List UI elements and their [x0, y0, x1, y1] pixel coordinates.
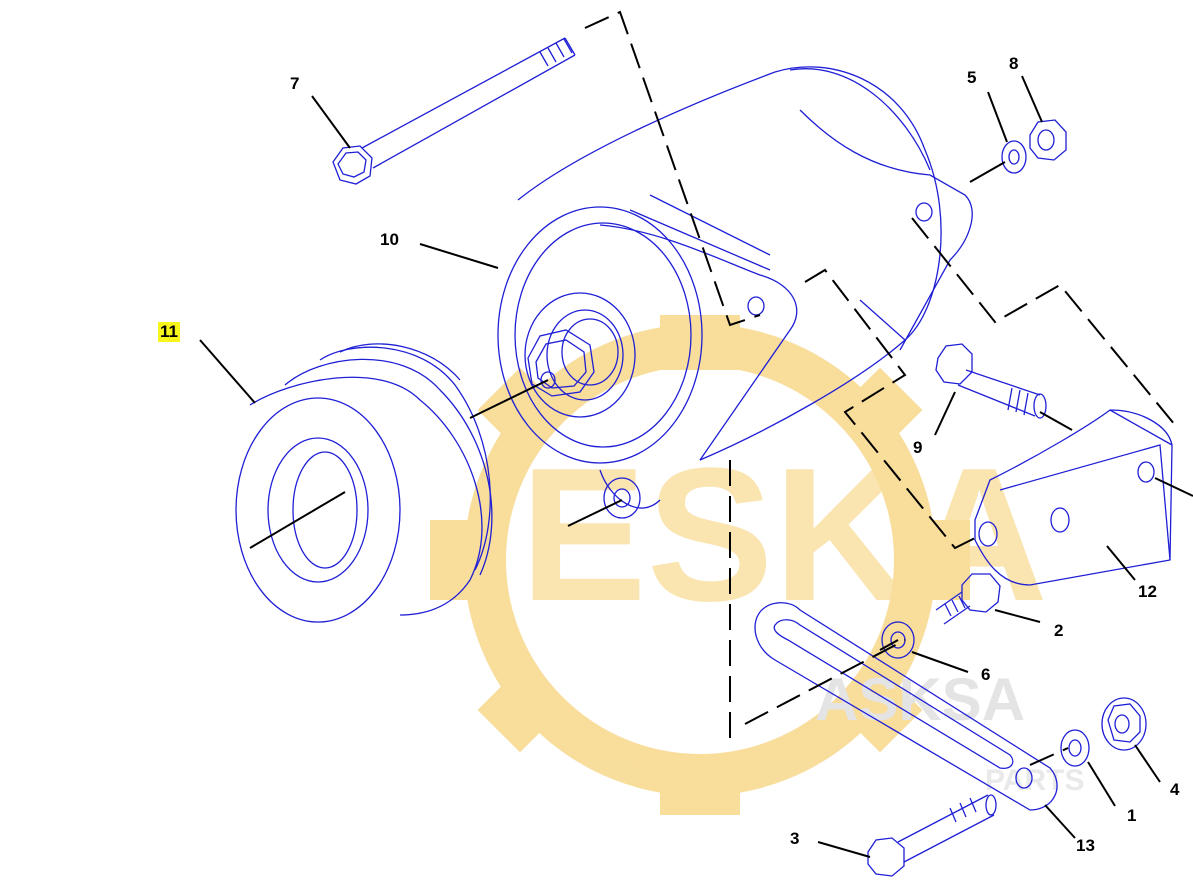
- part-5-washer: [1001, 140, 1027, 174]
- part-11-pulley: [235, 343, 493, 623]
- part-13-adjusting-link: [754, 602, 1058, 811]
- callout-8[interactable]: 8: [1009, 54, 1019, 73]
- part-2-bolt: [935, 573, 1001, 625]
- callout-7[interactable]: 7: [290, 74, 300, 93]
- part-9-bolt: [935, 343, 1047, 419]
- callout-6[interactable]: 6: [981, 665, 991, 684]
- pulley-shaft-nut: [527, 329, 595, 397]
- callout-11-highlighted[interactable]: 11: [158, 322, 180, 342]
- part-12-bracket: [974, 409, 1173, 586]
- callout-4[interactable]: 4: [1170, 780, 1180, 799]
- part-3-bolt: [867, 794, 997, 877]
- leader-lines: [199, 75, 1193, 858]
- part-8-nut: [1029, 119, 1067, 161]
- part-1-washer: [1060, 729, 1090, 767]
- part-4-flange-nut: [1101, 697, 1147, 751]
- watermark-brand: ESKA: [520, 429, 1048, 641]
- assembly-center-lines: [584, 10, 1176, 766]
- watermark-small-text: PARTS: [985, 764, 1084, 797]
- callout-9[interactable]: 9: [913, 438, 923, 457]
- callout-3[interactable]: 3: [790, 829, 800, 848]
- callout-13[interactable]: 13: [1076, 836, 1095, 855]
- callout-1[interactable]: 1: [1127, 806, 1137, 825]
- callout-2[interactable]: 2: [1054, 621, 1064, 640]
- part-10-alternator: [497, 66, 973, 519]
- callout-10[interactable]: 10: [380, 230, 399, 249]
- part-7-long-bolt: [332, 37, 576, 185]
- callout-12[interactable]: 12: [1138, 582, 1157, 601]
- callout-5[interactable]: 5: [967, 68, 977, 87]
